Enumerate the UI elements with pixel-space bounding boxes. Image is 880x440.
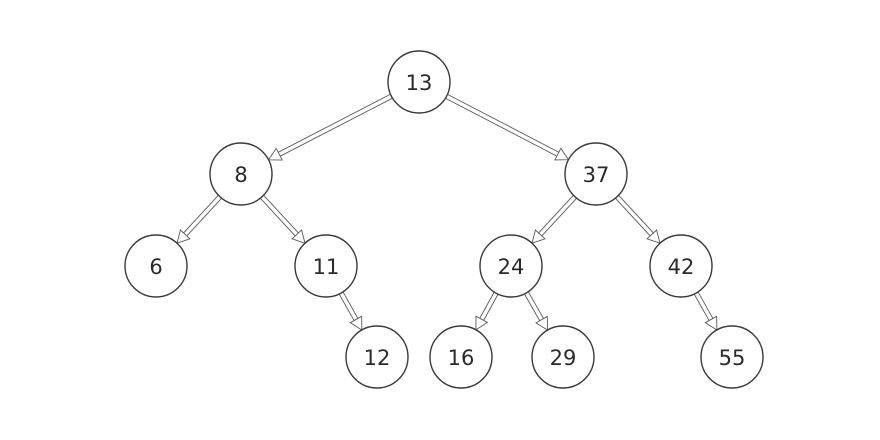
node-circle (345, 325, 409, 389)
edge-8-to-6 (176, 194, 222, 244)
arrowhead-icon (554, 147, 570, 161)
arrowhead-icon (291, 229, 306, 244)
edge-11-to-12 (338, 291, 363, 331)
edge-shaft-line (338, 293, 355, 321)
arrowhead-icon (531, 229, 546, 244)
edge-shaft-line (524, 293, 541, 321)
node-circle (531, 325, 595, 389)
edge-shaft-line (527, 291, 544, 319)
edge-shaft-line (693, 293, 710, 321)
arrowhead-icon (704, 315, 718, 331)
edge-shaft-line (183, 194, 219, 234)
tree-node-8: 8 (209, 142, 273, 206)
edge-shaft-line (263, 194, 299, 234)
node-label: 24 (498, 255, 525, 279)
edges-layer (176, 93, 718, 331)
node-label: 37 (583, 163, 610, 187)
node-label: 11 (313, 255, 340, 279)
tree-node-29: 29 (531, 325, 595, 389)
arrowhead-icon (176, 229, 191, 244)
node-circle (387, 50, 451, 114)
tree-node-6: 6 (124, 234, 188, 298)
node-circle (429, 325, 493, 389)
node-circle (209, 142, 273, 206)
node-label: 8 (234, 163, 247, 187)
edge-shaft-line (342, 291, 359, 319)
node-label: 16 (448, 346, 475, 370)
edge-shaft-line (538, 194, 574, 234)
edge-shaft-line (445, 97, 558, 157)
node-circle (479, 234, 543, 298)
arrowhead-icon (535, 315, 549, 331)
edge-shaft-line (618, 194, 654, 234)
node-circle (124, 234, 188, 298)
edge-24-to-29 (524, 291, 549, 331)
edge-shaft-line (277, 93, 391, 153)
edge-shaft-line (541, 197, 577, 237)
tree-node-13: 13 (387, 50, 451, 114)
edge-shaft-line (260, 197, 296, 237)
edge-42-to-55 (693, 291, 718, 331)
arrowhead-icon (475, 315, 489, 331)
node-label: 6 (149, 255, 162, 279)
edge-shaft-line (697, 291, 714, 319)
tree-node-42: 42 (649, 234, 713, 298)
tree-node-11: 11 (294, 234, 358, 298)
node-circle (564, 142, 628, 206)
edge-shaft-line (447, 93, 560, 153)
tree-node-55: 55 (700, 325, 764, 389)
edge-shaft-line (479, 291, 495, 319)
edge-8-to-11 (260, 194, 306, 244)
node-label: 12 (364, 346, 391, 370)
edge-shaft-line (186, 197, 222, 237)
node-label: 55 (719, 346, 746, 370)
node-label: 13 (406, 71, 433, 95)
edge-24-to-16 (475, 291, 499, 331)
arrowhead-icon (646, 229, 661, 244)
node-circle (294, 234, 358, 298)
edge-37-to-42 (615, 194, 661, 244)
node-circle (649, 234, 713, 298)
edge-shaft-line (483, 294, 499, 321)
edge-37-to-24 (531, 194, 577, 244)
edge-13-to-8 (267, 93, 393, 161)
node-circle (700, 325, 764, 389)
tree-node-37: 37 (564, 142, 628, 206)
node-label: 29 (550, 346, 577, 370)
edge-shaft-line (280, 97, 393, 157)
node-label: 42 (668, 255, 695, 279)
arrowhead-icon (349, 315, 363, 331)
tree-node-24: 24 (479, 234, 543, 298)
arrowhead-icon (267, 147, 283, 161)
nodes-layer: 13 8 37 6 11 24 42 12 16 29 55 (124, 50, 764, 389)
tree-node-16: 16 (429, 325, 493, 389)
edge-shaft-line (615, 197, 651, 237)
edge-13-to-37 (445, 93, 570, 161)
tree-node-12: 12 (345, 325, 409, 389)
